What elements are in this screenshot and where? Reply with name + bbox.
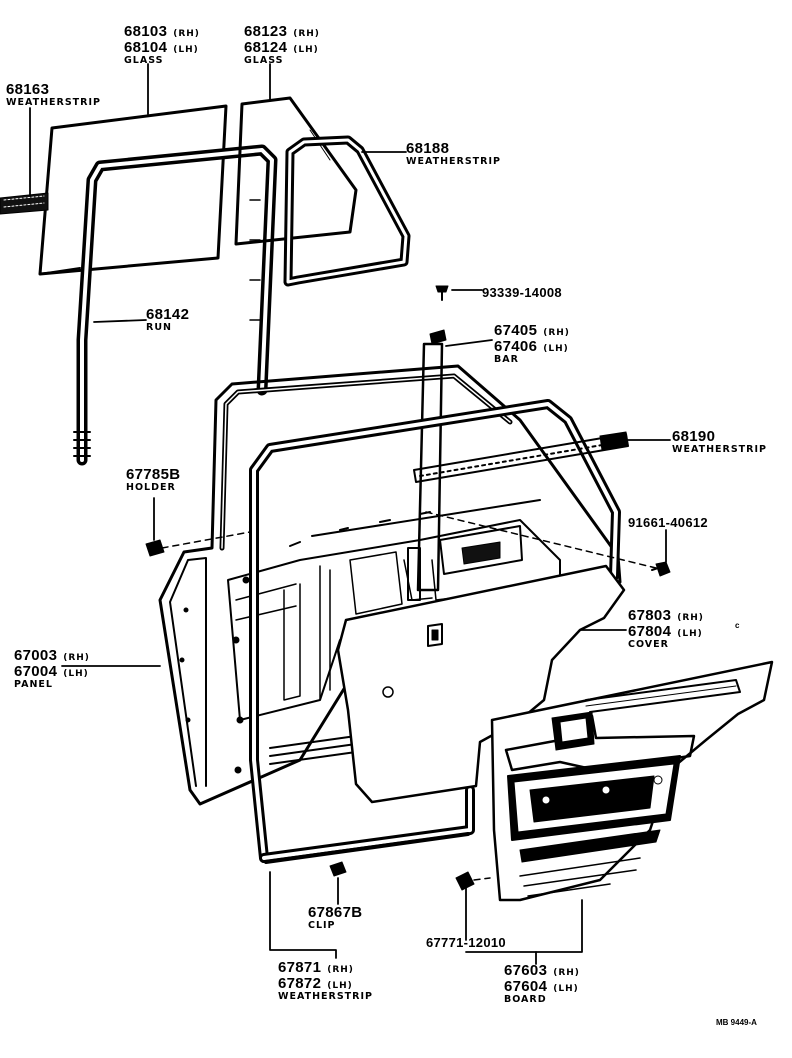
part-name: HOLDER xyxy=(126,482,176,493)
part-number: 67803 xyxy=(628,607,672,624)
part-number: 67603 xyxy=(504,962,548,979)
callout-weatherstrip-68163: 68163 WEATHERSTRIP xyxy=(6,81,101,108)
part-number: 67004 xyxy=(14,663,58,680)
part-number: 67804 xyxy=(628,623,672,640)
part-number: 67405 xyxy=(494,322,538,339)
bolt-91661-part xyxy=(651,561,671,577)
callout-weatherstrip-68190: 68190 WEATHERSTRIP xyxy=(672,428,767,455)
callout-weatherstrip-68188: 68188 WEATHERSTRIP xyxy=(406,140,501,167)
part-name: CLIP xyxy=(308,920,336,931)
side-tag: (LH) xyxy=(677,629,703,639)
part-name: WEATHERSTRIP xyxy=(278,991,373,1002)
callout-board: 67603 (RH) 67604 (LH) BOARD xyxy=(504,962,580,1005)
part-name: COVER xyxy=(628,639,669,650)
screw-93339-part xyxy=(435,285,449,301)
weatherstrip-68163-part xyxy=(0,192,49,215)
side-tag: (RH) xyxy=(327,965,354,975)
part-name: PANEL xyxy=(14,679,53,690)
run-68142-part xyxy=(73,144,278,466)
part-number: 67785B xyxy=(126,466,181,483)
leader-lines xyxy=(29,63,671,965)
part-number: 67003 xyxy=(14,647,58,664)
part-number: 68188 xyxy=(406,140,450,157)
part-number: 68123 xyxy=(244,23,288,40)
stray-mark: c xyxy=(735,615,739,631)
glass-front-part xyxy=(38,104,228,276)
part-number: 68142 xyxy=(146,306,190,323)
callout-glass-front: 68103 (RH) 68104 (LH) GLASS xyxy=(124,23,200,66)
door-panel-part xyxy=(158,364,622,806)
part-name: WEATHERSTRIP xyxy=(6,97,101,108)
clip-67867b-part xyxy=(329,861,347,877)
weatherstrip-67871-part xyxy=(249,399,621,864)
callout-run-68142: 68142 RUN xyxy=(146,306,189,333)
part-number: 67771-12010 xyxy=(426,935,506,950)
part-name: RUN xyxy=(146,322,172,333)
side-tag: (RH) xyxy=(553,968,580,978)
callout-screw-93339: 93339-14008 xyxy=(482,284,562,300)
side-tag: (RH) xyxy=(677,613,704,623)
side-tag: (RH) xyxy=(63,653,90,663)
clip-67771-part xyxy=(455,871,475,891)
callout-bolt-91661: 91661-40612 xyxy=(628,514,708,530)
callout-bar: 67405 (RH) 67406 (LH) BAR xyxy=(494,322,570,365)
part-name: GLASS xyxy=(124,55,164,66)
part-name: BOARD xyxy=(504,994,547,1005)
part-name: BAR xyxy=(494,354,519,365)
part-number: 67867B xyxy=(308,904,363,921)
glass-quarter-part xyxy=(234,96,358,246)
part-number: 91661-40612 xyxy=(628,515,708,530)
side-tag: (LH) xyxy=(553,984,579,994)
part-number: 93339-14008 xyxy=(482,285,562,300)
part-number: 68190 xyxy=(672,428,716,445)
part-number: 67406 xyxy=(494,338,538,355)
side-tag: (RH) xyxy=(543,328,570,338)
drawing-code-text: MB 9449-A xyxy=(716,1018,757,1027)
weatherstrip-68190-part xyxy=(413,431,629,483)
callout-panel: 67003 (RH) 67004 (LH) PANEL xyxy=(14,647,90,690)
callout-clip-67771: 67771-12010 xyxy=(426,934,506,950)
part-name: WEATHERSTRIP xyxy=(406,156,501,167)
assembly-lines xyxy=(161,511,657,881)
stray-mark-text: c xyxy=(735,621,740,630)
board-part xyxy=(490,660,774,902)
callout-cover: 67803 (RH) 67804 (LH) COVER xyxy=(628,607,704,650)
drawing-code: MB 9449-A xyxy=(716,1012,757,1028)
side-tag: (LH) xyxy=(173,45,199,55)
holder-67785b-part xyxy=(145,539,165,557)
side-tag: (LH) xyxy=(63,669,89,679)
part-number: 68103 xyxy=(124,23,168,40)
part-number: 67604 xyxy=(504,978,548,995)
callout-weatherstrip-67871: 67871 (RH) 67872 (LH) WEATHERSTRIP xyxy=(278,959,373,1002)
callout-clip-67867b: 67867B CLIP xyxy=(308,904,362,931)
side-tag: (RH) xyxy=(173,29,200,39)
side-tag: (LH) xyxy=(293,45,319,55)
part-number: 68163 xyxy=(6,81,50,98)
part-number: 68104 xyxy=(124,39,168,56)
weatherstrip-68188-part xyxy=(283,135,411,287)
part-number: 67872 xyxy=(278,975,322,992)
side-tag: (RH) xyxy=(293,29,320,39)
bar-part xyxy=(403,329,447,601)
callout-glass-quarter: 68123 (RH) 68124 (LH) GLASS xyxy=(244,23,320,66)
side-tag: (LH) xyxy=(543,344,569,354)
part-number: 67871 xyxy=(278,959,322,976)
part-name: WEATHERSTRIP xyxy=(672,444,767,455)
part-name: GLASS xyxy=(244,55,284,66)
callout-holder-67785b: 67785B HOLDER xyxy=(126,466,180,493)
side-tag: (LH) xyxy=(327,981,353,991)
part-number: 68124 xyxy=(244,39,288,56)
